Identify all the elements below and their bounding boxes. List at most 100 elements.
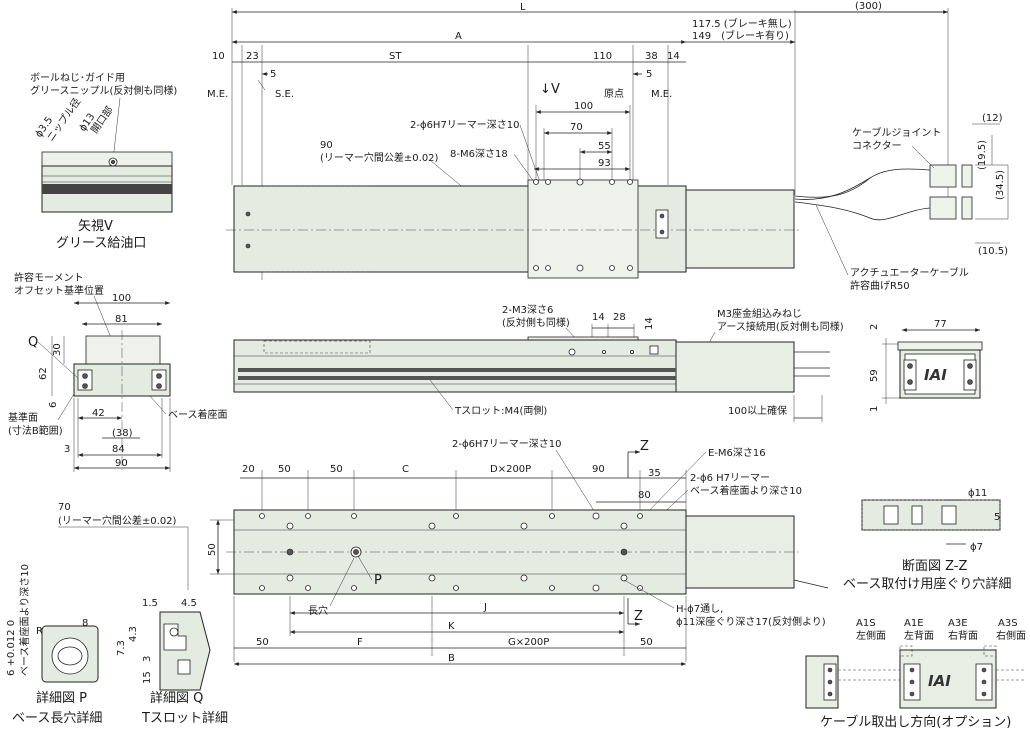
note-act-cable-1: アクチュエーターケーブル <box>850 266 969 279</box>
note-grease-1: ボールねじ･ガイド用 <box>30 72 125 84</box>
caption-zz-2: ベース取付け用座ぐり穴詳細 <box>843 576 1011 592</box>
caption-p-1: 詳細図 P <box>36 690 87 706</box>
caption-cable-option: ケーブル取出し方向(オプション) <box>820 714 1011 730</box>
slider-top <box>527 179 639 279</box>
iai-logo-option: IAI <box>928 672 951 690</box>
note-base-seat: ベース着座面 <box>168 408 228 421</box>
label-a1e: A1E <box>904 618 924 629</box>
bottom-view: 20 50 50 C D×200P 90 35 80 2-ϕ6H7リーマー深さ1… <box>58 438 829 666</box>
note-reamer-bottom: 2-ϕ6H7リーマー深さ10 <box>452 438 562 450</box>
note-ref-2: (寸法B範囲) <box>8 424 63 437</box>
dim-90-left: 90 <box>115 458 128 469</box>
dim-7-3: 7.3 <box>116 640 127 656</box>
actuator-body-side <box>233 339 677 393</box>
dim-28: 28 <box>613 312 626 323</box>
note-ground-2: アース接続用(反対側も同様) <box>717 320 844 333</box>
note-moment-1: 許容モーメント <box>14 271 84 284</box>
dim-50c: 50 <box>256 637 269 648</box>
dim-K: K <box>448 621 455 632</box>
label-slot: 長穴 <box>308 604 328 617</box>
dim-B: B <box>448 653 455 664</box>
caption-zz-1: 断面図 Z-Z <box>902 559 968 574</box>
end-view-left: 許容モーメント オフセット基準位置 100 81 Q 30 62 6 基準面 (… <box>8 271 228 472</box>
dim-35: 35 <box>648 468 661 479</box>
dim-4-5: 4.5 <box>181 598 197 609</box>
note-m3-opp: (反対側も同様) <box>502 316 570 329</box>
note-moment-2: オフセット基準位置 <box>14 284 104 297</box>
note-m3: 2-M3深さ6 <box>502 304 553 316</box>
label-a1s-2: 左側面 <box>856 629 886 642</box>
dim-3: 3 <box>64 444 70 455</box>
dim-12: (12) <box>982 113 1003 124</box>
dim-5b: 5 <box>646 69 652 80</box>
dim-300: (300) <box>855 1 882 12</box>
dim-14-side-b: 14 <box>644 317 655 330</box>
dim-62: 62 <box>38 367 49 380</box>
dim-42: 42 <box>92 408 105 419</box>
dim-70: 70 <box>570 122 583 133</box>
dim-10: 10 <box>212 51 225 62</box>
caption-view-v-1: 矢視V <box>78 219 113 234</box>
dim-G: G×200P <box>508 637 549 648</box>
dim-50-vert: 50 <box>207 543 218 556</box>
caption-q-1: 詳細図 Q <box>150 690 203 706</box>
caption-p-2: ベース長穴詳細 <box>12 710 102 726</box>
side-view: 2-M3深さ6 (反対側も同様) 14 28 14 M3座金組込みねじ アース接… <box>233 304 844 422</box>
note-reamer2-b: ベース着座面より深さ10 <box>690 484 802 497</box>
dim-15-q: 15 <box>142 671 153 684</box>
dim-84: 84 <box>112 444 125 455</box>
cable-option: A1S 左側面 A1E 左背面 A3E 右背面 A3S 右側面 IAI ケーブル… <box>805 618 1026 730</box>
label-z-top: Z <box>640 439 649 454</box>
note-ground-1: M3座金組込みねじ <box>717 307 802 320</box>
detail-q: 1.5 4.5 7.3 4.3 3 15 詳細図 Q Tスロット詳細 <box>116 598 228 726</box>
label-a3e: A3E <box>948 618 968 629</box>
label-r: R <box>36 626 43 637</box>
iai-logo-right: IAI <box>924 366 947 384</box>
dim-14: 14 <box>667 51 680 62</box>
dim-81: 81 <box>115 314 128 325</box>
label-me-right: M.E. <box>651 89 672 100</box>
caption-q-2: Tスロット詳細 <box>141 710 228 726</box>
dim-38-left: (38) <box>112 428 133 439</box>
dim-brake-yes: 149 (ブレーキ有り) <box>692 29 789 42</box>
dim-100: 100 <box>574 101 593 112</box>
dim-59: 59 <box>869 369 880 382</box>
top-view: L (300) A 117.5 (ブレーキ無し) 149 (ブレーキ有り) 10… <box>207 1 1009 292</box>
dim-70-bottom: 70 <box>58 502 71 513</box>
arrow-v-symbol: ↓ <box>540 82 551 97</box>
note-em6: E-M6深さ16 <box>708 447 766 459</box>
dim-phi11: ϕ11 <box>968 488 987 499</box>
section-zz <box>861 499 1001 531</box>
dim-4-3: 4.3 <box>128 626 139 642</box>
label-q: Q <box>28 335 38 350</box>
dim-19-5: (19.5) <box>977 140 988 170</box>
slider-holes-top <box>533 178 633 272</box>
motor-housing-side <box>675 341 795 393</box>
dim-93: 93 <box>598 158 611 169</box>
dim-14-side-a: 14 <box>592 312 605 323</box>
dim-J: J <box>483 602 487 613</box>
dim-110: 110 <box>593 51 612 62</box>
dim-brake-none: 117.5 (ブレーキ無し) <box>692 17 792 30</box>
dim-77: 77 <box>934 319 947 330</box>
note-h-1: H-ϕ7通し, <box>676 603 723 615</box>
end-view-right: 77 2 59 1 IAI <box>869 319 983 412</box>
note-cable-joint-2: コネクター <box>852 140 902 152</box>
dim-C: C <box>402 464 409 475</box>
dim-L: L <box>520 2 526 13</box>
slider-end-left <box>85 335 161 365</box>
detail-zz: ϕ11 5 ϕ7 断面図 Z-Z ベース取付け用座ぐり穴詳細 <box>843 488 1011 592</box>
dim-3-q: 3 <box>142 656 153 662</box>
dim-38: 38 <box>645 51 658 62</box>
bottom-holes <box>259 512 643 592</box>
dim-A: A <box>455 31 462 42</box>
label-view-v: V <box>551 82 560 97</box>
dim-1-5: 1.5 <box>142 598 158 609</box>
detail-p: 6 +0.012 0 ベース着座面より深さ10 R 8 詳細図 P ベース長穴詳… <box>6 564 102 726</box>
label-z-bottom: Z <box>634 609 643 624</box>
note-h-2: ϕ11深座ぐり深さ17(反対側より) <box>676 615 826 628</box>
label-a1s: A1S <box>856 618 876 629</box>
label-a3s: A3S <box>998 618 1018 629</box>
